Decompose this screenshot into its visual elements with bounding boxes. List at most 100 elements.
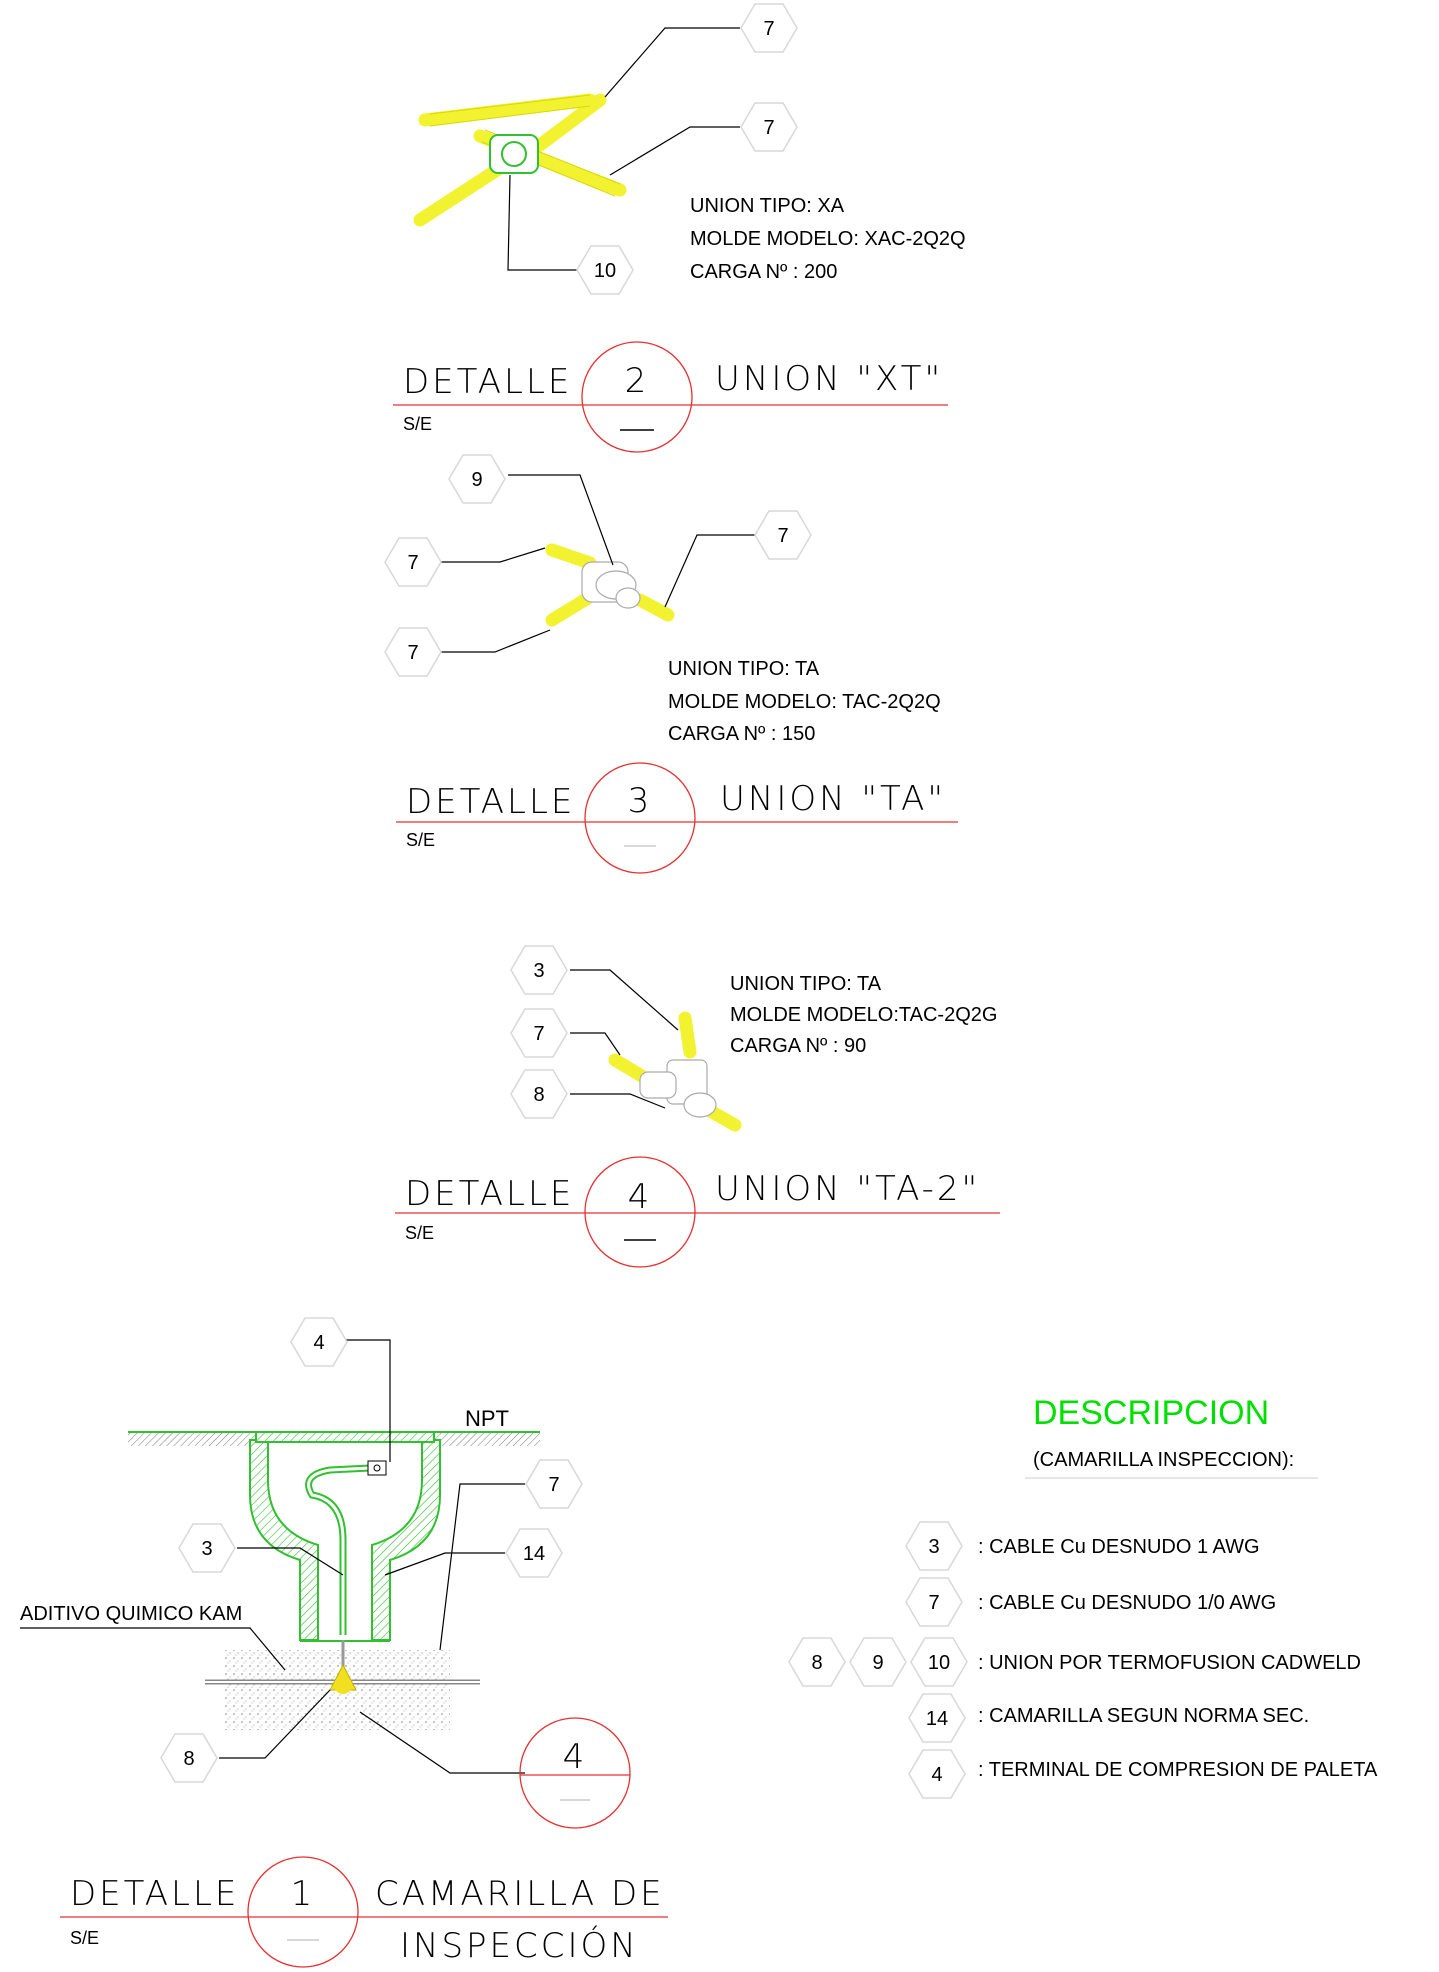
title-detail-word: DETALLE xyxy=(405,1174,574,1214)
tag-label: 3 xyxy=(201,1538,212,1560)
spec-block: UNION TIPO: TA MOLDE MODELO: TAC-2Q2Q CA… xyxy=(668,658,941,745)
tag-label: 7 xyxy=(548,1474,559,1496)
tag-7-g: 7 xyxy=(525,1459,583,1509)
chamber-wall-left xyxy=(249,1439,319,1641)
title-detail-word: DETALLE xyxy=(403,362,572,402)
ta2-union-cables xyxy=(608,1011,742,1132)
spec-line: CARGA Nº : 200 xyxy=(690,261,837,283)
legend-subtitle: (CAMARILLA INSPECCION): xyxy=(1033,1449,1294,1471)
tag-label: 7 xyxy=(763,117,774,139)
tag-7-e: 7 xyxy=(754,510,812,560)
legend-item-text: : CABLE Cu DESNUDO 1/0 AWG xyxy=(978,1592,1276,1614)
spec-line: CARGA Nº : 150 xyxy=(668,723,815,745)
spec-line: MOLDE MODELO: TAC-2Q2Q xyxy=(668,691,941,713)
spec-line: MOLDE MODELO: XAC-2Q2Q xyxy=(690,228,966,250)
tag-label: 8 xyxy=(183,1748,194,1770)
additive-label: ADITIVO QUIMICO KAM xyxy=(20,1603,242,1625)
ground-left xyxy=(128,1432,258,1446)
tag-label: 3 xyxy=(928,1536,939,1558)
detail-number-circle xyxy=(584,762,696,874)
tag-label: 7 xyxy=(777,525,788,547)
chamber-lid xyxy=(255,1431,435,1443)
tag-label: 8 xyxy=(811,1652,822,1674)
detail-2-union-xt: 7 7 10 UNION TIPO: XA MOLDE MODELO: XAC-… xyxy=(393,3,966,453)
scale-label: S/E xyxy=(70,1928,99,1948)
legend-item-cable-1-awg: 3 : CABLE Cu DESNUDO 1 AWG xyxy=(905,1521,1260,1571)
tag-7-d: 7 xyxy=(384,627,442,677)
spec-line: UNION TIPO: TA xyxy=(730,973,882,995)
tag-label: 9 xyxy=(872,1652,883,1674)
tag-label: 7 xyxy=(928,1592,939,1614)
detail-number-circle xyxy=(584,1156,696,1268)
tag-label: 7 xyxy=(533,1023,544,1045)
detail-number-circle xyxy=(581,341,693,453)
tag-14-a: 14 xyxy=(505,1528,563,1578)
legend-item-terminal: 4 : TERMINAL DE COMPRESION DE PALETA xyxy=(908,1749,1378,1799)
tag-9: 9 xyxy=(448,454,506,504)
title-detail-word: DETALLE xyxy=(70,1874,239,1914)
legend-item-text: : CABLE Cu DESNUDO 1 AWG xyxy=(978,1536,1260,1558)
legend-title: DESCRIPCION xyxy=(1033,1394,1269,1432)
detail-number: 1 xyxy=(291,1874,316,1914)
detail-title-block: DETALLE 2 UNION "XT" S/E xyxy=(393,341,948,453)
tag-7-a: 7 xyxy=(740,3,798,53)
tag-label: 3 xyxy=(533,960,544,982)
x-union-cables xyxy=(413,93,627,227)
scale-label: S/E xyxy=(405,1223,434,1243)
tag-label: 14 xyxy=(523,1543,545,1565)
tag-7-b: 7 xyxy=(740,102,798,152)
tag-label: 7 xyxy=(407,642,418,664)
tag-7-c: 7 xyxy=(384,537,442,587)
compression-terminal xyxy=(367,1460,387,1476)
detail-4-union-ta-2: 3 7 8 UNION TIPO: TA MOLDE MODELO:TAC-2Q… xyxy=(395,945,1000,1268)
detail-number: 3 xyxy=(628,781,653,821)
tag-3-b: 3 xyxy=(178,1523,236,1573)
spec-line: UNION TIPO: XA xyxy=(690,195,845,217)
reference-number: 4 xyxy=(563,1737,588,1777)
description-legend: DESCRIPCION (CAMARILLA INSPECCION): 3 : … xyxy=(788,1394,1378,1799)
npt-label: NPT xyxy=(465,1406,509,1431)
detail-number: 2 xyxy=(625,361,650,401)
tag-label: 10 xyxy=(928,1652,950,1674)
legend-item-cadweld: 8 9 10 : UNION POR TERMOFUSION CADWELD xyxy=(788,1637,1361,1687)
detail-name-line-2: INSPECCIÓN xyxy=(400,1925,639,1966)
spec-block: UNION TIPO: XA MOLDE MODELO: XAC-2Q2Q CA… xyxy=(690,195,966,283)
tag-8-a: 8 xyxy=(510,1069,568,1119)
tag-label: 8 xyxy=(533,1084,544,1106)
scale-label: S/E xyxy=(403,414,432,434)
tag-label: 10 xyxy=(594,260,616,282)
ta-union-cables xyxy=(545,543,675,627)
detail-3-union-ta: 9 7 7 7 UNION TIPO: TA MOLDE MODELO: TAC… xyxy=(384,454,958,874)
tag-label: 7 xyxy=(763,18,774,40)
legend-item-chamber: 14 : CAMARILLA SEGUN NORMA SEC. xyxy=(908,1693,1309,1743)
tag-label: 4 xyxy=(313,1332,324,1354)
tag-8-b: 8 xyxy=(160,1733,218,1783)
ground-right xyxy=(435,1432,540,1446)
scale-label: S/E xyxy=(406,830,435,850)
detail-name: UNION "TA" xyxy=(720,779,946,819)
title-detail-word: DETALLE xyxy=(406,782,575,822)
tag-label: 4 xyxy=(931,1764,942,1786)
legend-item-text: : CAMARILLA SEGUN NORMA SEC. xyxy=(978,1705,1309,1727)
detail-title-block: DETALLE 1 CAMARILLA DE INSPECCIÓN S/E xyxy=(60,1856,668,1968)
legend-item-cable-1-0-awg: 7 : CABLE Cu DESNUDO 1/0 AWG xyxy=(905,1577,1276,1627)
tag-3-a: 3 xyxy=(510,945,568,995)
spec-block: UNION TIPO: TA MOLDE MODELO:TAC-2Q2G CAR… xyxy=(730,973,997,1057)
tag-label: 7 xyxy=(407,552,418,574)
tag-7-f: 7 xyxy=(510,1008,568,1058)
spec-line: UNION TIPO: TA xyxy=(668,658,820,680)
tag-4-a: 4 xyxy=(290,1317,348,1367)
detail-title-block: DETALLE 3 UNION "TA" S/E xyxy=(396,762,958,874)
spec-line: MOLDE MODELO:TAC-2Q2G xyxy=(730,1004,997,1026)
detail-4-reference: 4 xyxy=(519,1717,631,1829)
detail-title-block: DETALLE 4 UNION "TA-2" S/E xyxy=(395,1156,1000,1268)
legend-item-text: : TERMINAL DE COMPRESION DE PALETA xyxy=(978,1759,1378,1781)
detail-1-inspection-chamber: 4 3 14 7 8 NPT ADITIVO QUIMICO KAM 4 DET… xyxy=(20,1317,668,1968)
legend-item-text: : UNION POR TERMOFUSION CADWELD xyxy=(978,1652,1361,1674)
detail-name-line-1: CAMARILLA DE xyxy=(375,1874,665,1914)
tag-label: 14 xyxy=(926,1708,948,1730)
detail-number-circle xyxy=(247,1856,359,1968)
detail-number: 4 xyxy=(628,1177,653,1217)
tag-10: 10 xyxy=(576,245,634,295)
